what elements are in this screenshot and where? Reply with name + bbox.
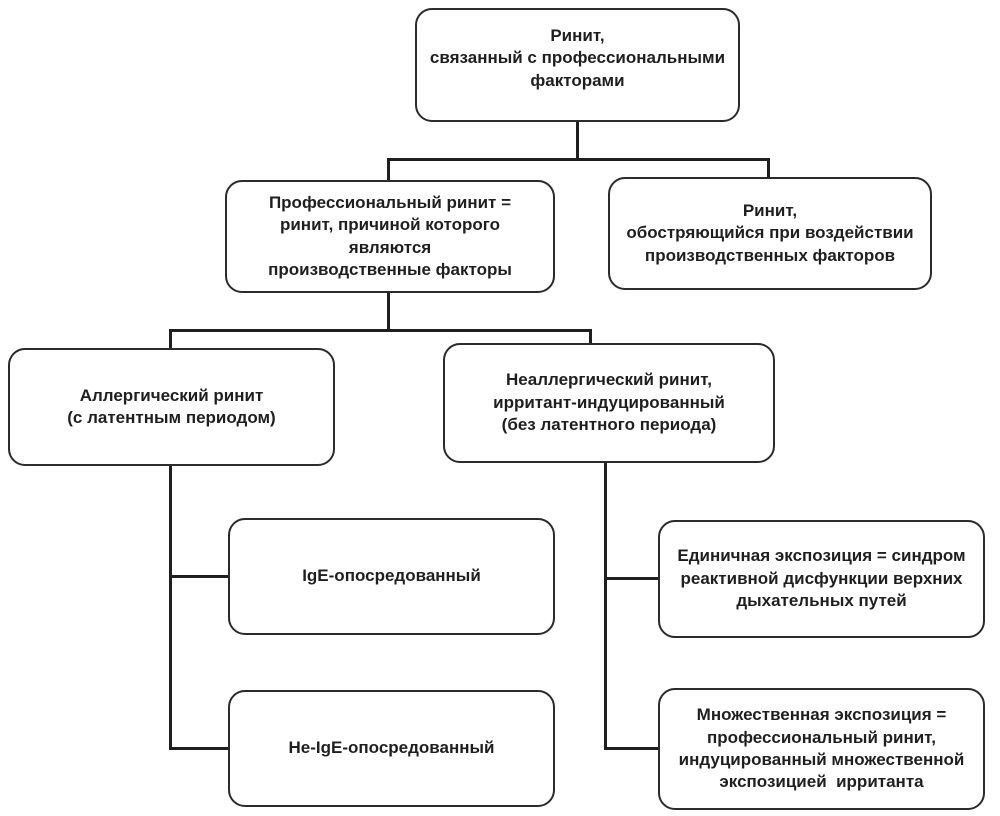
connector-single-exposure-stub xyxy=(604,577,660,580)
node-work-exacerbated-rhinitis: Ринит, обостряющийся при воздействии про… xyxy=(608,177,932,290)
connector-allergic-drop xyxy=(169,329,172,350)
node-ige-mediated: IgE-опосредованный xyxy=(228,518,555,635)
connector-ige-stub xyxy=(169,575,230,578)
connector-allergic-spine xyxy=(169,465,172,750)
node-occupational-rhinitis: Профессиональный ринит = ринит, причиной… xyxy=(225,180,555,293)
node-allergic-rhinitis: Аллергический ринит (с латентным периодо… xyxy=(8,348,335,466)
node-multiple-exposure-rhinitis: Множественная экспозиция = профессиональ… xyxy=(658,688,985,810)
node-nonallergic-rhinitis: Неаллергический ринит, ирритант-индуциро… xyxy=(443,343,775,463)
node-single-exposure-rads: Единичная экспозиция = синдром реактивно… xyxy=(658,520,985,638)
connector-professional-drop xyxy=(387,158,390,182)
connector-nonallergic-spine xyxy=(604,462,607,750)
connector-multiple-exposure-stub xyxy=(604,747,660,750)
node-rhinitis-occupational-factors: Ринит, связанный с профессиональными фак… xyxy=(415,8,740,122)
connector-non-ige-stub xyxy=(169,747,230,750)
connector-exacerbated-drop xyxy=(767,158,770,179)
connector-professional-out xyxy=(387,291,390,332)
connector-level3-branch xyxy=(169,329,592,332)
connector-nonallergic-drop xyxy=(589,329,592,345)
connector-root-drop xyxy=(576,121,579,160)
node-non-ige-mediated: Не-IgE-опосредованный xyxy=(228,690,555,807)
connector-level2-branch xyxy=(387,158,770,161)
